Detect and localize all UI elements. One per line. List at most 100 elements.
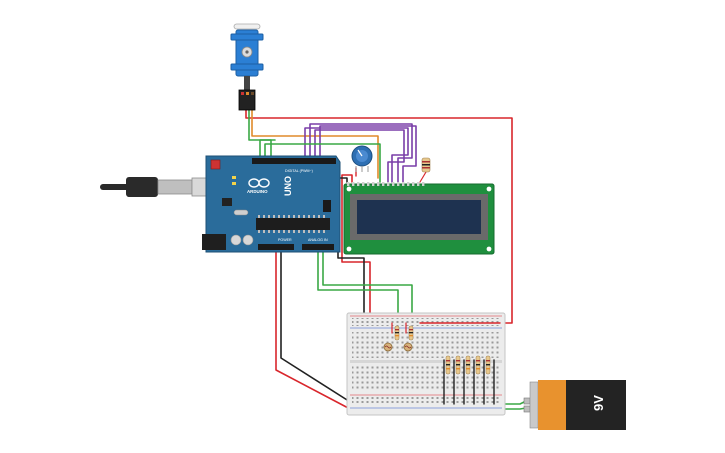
chip-pin [273,230,275,233]
photoresistor-1[interactable] [383,342,393,352]
capacitor-2 [242,234,254,246]
power-header[interactable] [258,244,294,250]
arduino-chip-small [222,198,232,206]
chip-pin [318,230,320,233]
chip-pins [258,215,325,233]
resistor-5[interactable] [485,355,491,375]
wire-lcd-purple-1[interactable] [304,127,409,183]
usb-plug-housing [126,177,158,197]
servo-shaft-center [245,50,249,54]
icsp-header [323,200,331,212]
lcd-pin [387,182,390,186]
ldr-resistor-1[interactable] [394,325,400,341]
chip-pin [303,215,305,218]
chip-pin [303,230,305,233]
lcd-pin [422,182,425,186]
pot-indicator [357,149,363,157]
rail-top [352,318,500,326]
power-header-label: POWER [278,238,292,242]
lcd-pin [397,182,400,186]
center-channel [350,360,502,363]
battery-9v[interactable]: 9V [523,380,626,430]
lcd-pin [367,182,370,186]
servo-motor[interactable] [230,23,264,111]
lcd-pin [402,182,405,186]
chip-pin [288,215,290,218]
wire-lcd-purple-4[interactable] [319,125,417,183]
chip-pin [293,230,295,233]
wire-lcd-green-2[interactable] [259,139,276,159]
servo-pin-2 [246,92,249,95]
chip-pin [258,215,260,218]
lcd-pin [357,182,360,186]
arduino-led [232,176,236,179]
lcd-mount-hole-2 [486,186,492,192]
analog-header-label: ANALOG IN [308,238,328,242]
wire-analog-green-2[interactable] [322,251,413,336]
chip-pin [323,230,325,233]
photoresistor-2[interactable] [403,342,413,352]
chip-pin [313,230,315,233]
rail-bottom [352,397,500,405]
usb-port [191,177,207,197]
ldr-resistor-2[interactable] [408,325,414,341]
wire-lcd-purple-3[interactable] [314,129,405,183]
lcd-16x2[interactable] [343,182,495,255]
resistor-3[interactable] [465,355,471,375]
servo-pin-3 [251,92,254,95]
chip-pin [273,215,275,218]
lcd-backlight-resistor[interactable] [421,157,431,173]
servo-cable [244,76,250,90]
arduino-uno[interactable]: DIGITAL (PWM~) UNO ARDUINO POWER ANALOG … [202,155,341,253]
lcd-pin [392,182,395,186]
wire-lcd-green-1[interactable] [264,143,381,183]
chip-pin [263,215,265,218]
crystal [233,209,249,216]
chip-pin [268,230,270,233]
arduino-led-2 [232,182,236,185]
potentiometer[interactable] [351,145,373,172]
lcd-mount-hole-1 [346,186,352,192]
breadboard[interactable] [346,312,506,416]
chip-pin [268,215,270,218]
servo-mount-bottom [230,63,264,71]
servo-mount-top [230,33,264,41]
resistor-4[interactable] [475,355,481,375]
analog-header[interactable] [302,244,334,250]
battery-black-body [566,380,626,430]
battery-label: 9V [591,395,606,411]
servo-horn[interactable] [233,23,261,30]
capacitor-1 [230,234,242,246]
usb-cable-wire [100,184,130,190]
resistor-2[interactable] [455,355,461,375]
battery-cap [529,381,539,429]
arduino-logo-icon [248,178,270,188]
breadboard-wires [391,322,501,405]
lcd-pin [372,182,375,186]
usb-cable[interactable] [100,177,207,197]
lcd-pin [362,182,365,186]
digital-header[interactable] [252,158,336,164]
lcd-mount-hole-4 [486,246,492,252]
lcd-pin [377,182,380,186]
chip-pin [288,230,290,233]
reset-button[interactable] [210,159,221,170]
power-jack[interactable] [202,234,226,250]
chip-pin [263,230,265,233]
lcd-mount-hole-3 [346,246,352,252]
chip-pin [323,215,325,218]
usb-plug-metal [157,179,193,195]
wire-lcd-red[interactable] [341,174,371,411]
chip-pin [298,230,300,233]
lcd-screen [357,200,481,234]
chip-pin [308,215,310,218]
resistor-1[interactable] [445,355,451,375]
chip-pin [278,215,280,218]
arduino-model-text: UNO [283,176,293,196]
chip-pin [308,230,310,233]
lcd-pin [412,182,415,186]
wire-servo-red[interactable] [245,109,513,324]
atmega-chip [256,218,330,230]
battery-terminal-2 [523,405,531,413]
